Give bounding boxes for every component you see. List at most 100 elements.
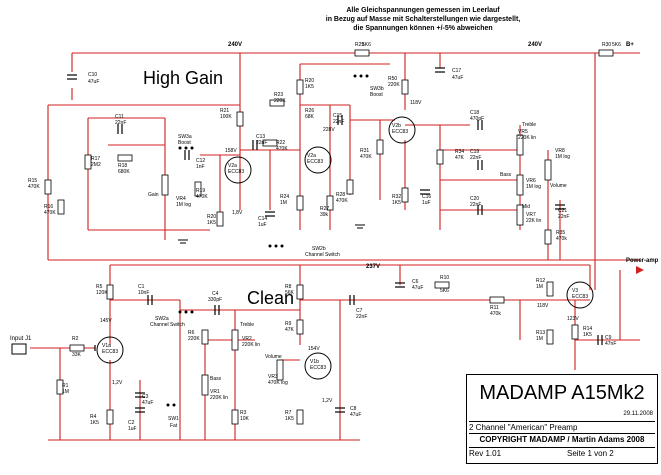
title-block-footer: Rev 1.01 Seite 1 von 2	[469, 447, 655, 458]
resistor-R35	[544, 229, 552, 245]
resistor-R21	[236, 111, 244, 127]
label-C4: C4	[212, 291, 219, 297]
label-R35: R35	[556, 230, 565, 236]
pot-VR5	[516, 134, 524, 156]
label-R17v: 2M2	[91, 162, 101, 168]
title-block-revision: Rev 1.01	[469, 449, 502, 458]
label-C21: C21	[558, 208, 567, 214]
resistor-R29	[354, 49, 370, 57]
resistor-R13	[546, 329, 554, 345]
label-R27: R27	[320, 206, 329, 212]
label-R3: R3	[240, 410, 247, 416]
input-jack-J1	[11, 343, 27, 355]
label-C14: C14	[258, 216, 267, 222]
label-R2v: 33K	[72, 352, 82, 358]
label-tube: ECC83	[392, 129, 408, 135]
label-C3: C3	[142, 394, 149, 400]
label-R4: R4	[90, 414, 97, 420]
label-b_plus: B+	[626, 42, 634, 48]
label-tube: ECC83	[307, 159, 323, 165]
label-R2: R2	[72, 336, 79, 342]
label-C18v: 470pF	[470, 116, 484, 122]
title-block-subtitle: 2 Channel "American" Preamp	[469, 421, 655, 432]
label-R26v: 68K	[305, 114, 315, 120]
label-tube: ECC83	[310, 365, 326, 371]
label-R19: R19	[196, 188, 205, 194]
label-R24v: 1M	[280, 200, 287, 206]
label-R31v: 470K	[360, 154, 372, 160]
label-tube: ECC83	[102, 349, 118, 355]
label-VR3v: 470K log	[268, 380, 288, 386]
label-R18v: 680K	[118, 169, 130, 175]
resistor-R27	[326, 195, 334, 211]
resistor-R20-top	[296, 79, 304, 95]
label-C21v: 22nF	[558, 214, 569, 220]
label-R15: R15	[28, 178, 37, 184]
label-C9v: 47nF	[605, 341, 616, 347]
label-R32: R32	[392, 194, 401, 200]
resistor-R17	[84, 154, 92, 170]
label-VR7v: 22K lin	[526, 218, 542, 224]
resistor-R23	[269, 99, 285, 107]
resistor-R18	[117, 154, 133, 162]
label-C17v: 47uF	[452, 75, 463, 81]
label-R28: R28	[336, 192, 345, 198]
label-VR1: VR1	[210, 389, 220, 395]
label-SW3a: SW3a	[178, 134, 192, 140]
label-SW2av: Channel Switch	[150, 322, 185, 328]
tube-V3a	[388, 116, 416, 144]
label-v240_left: 240V	[228, 42, 242, 48]
resistor-R10	[434, 281, 450, 289]
label-R28v: 470K	[336, 198, 348, 204]
resistor-R22	[262, 139, 278, 147]
label-C11: C11	[115, 114, 124, 120]
label-VR6v: 1M log	[526, 184, 541, 190]
section-high-gain: High Gain	[143, 68, 224, 88]
label-Bass: Bass	[500, 172, 512, 178]
label-R21: R21	[220, 108, 229, 114]
label-R29: R29	[355, 42, 364, 48]
voltage-note: Alle Gleichspannungen gemessen im Leerla…	[325, 7, 521, 32]
label-SW3b: SW3b	[370, 86, 384, 92]
label-C14v: 1uF	[258, 222, 267, 228]
label-C20: C20	[470, 196, 479, 202]
label-C20v: 22nF	[470, 202, 481, 208]
label-VR5v: 220K lin	[518, 135, 536, 141]
label-R22v: 470K	[276, 146, 288, 152]
label-v240_right: 240V	[528, 42, 542, 48]
label-R34: R34	[455, 149, 464, 155]
label-v12a: 1,2V	[112, 380, 123, 386]
label-SW2b: SW2b	[312, 246, 326, 252]
title-block-page: Seite 1 von 2	[567, 449, 614, 458]
label-C17: C17	[452, 68, 461, 74]
label-label: Input J1	[10, 336, 32, 342]
pot-VR8	[544, 159, 552, 181]
label-R16: R16	[44, 204, 53, 210]
label-C6v: 47uF	[412, 285, 423, 291]
label-C2v: 1uF	[128, 426, 137, 432]
label-C13: C13	[256, 134, 265, 140]
label-tube: ECC83	[228, 169, 244, 175]
label-R1: R1	[62, 383, 69, 389]
label-C7: C7	[356, 308, 363, 314]
label-SW2a: SW2a	[155, 316, 169, 322]
label-R18: R18	[118, 163, 127, 169]
label-v118b: 118V	[537, 303, 549, 309]
label-C1: C1	[138, 284, 145, 290]
label-Volume: Volume	[550, 183, 567, 189]
label-R13v: 1M	[536, 336, 543, 342]
resistor-R1	[56, 379, 64, 395]
label-SW3av: Boost	[178, 140, 191, 146]
label-R24: R24	[280, 194, 289, 200]
pot-VR2	[231, 329, 239, 351]
section-clean: Clean	[247, 288, 295, 308]
label-R7: R7	[285, 410, 292, 416]
label-VR3: VR3	[268, 374, 278, 380]
label-R20b: R20	[207, 214, 216, 220]
label-R14v: 1K5	[583, 332, 592, 338]
label-C10: C10	[88, 72, 97, 78]
label-v12b: 1,2V	[322, 398, 333, 404]
label-R20bv: 1K5	[207, 220, 216, 226]
label-C18: C18	[470, 110, 479, 116]
label-VR5: VR5	[518, 129, 528, 135]
